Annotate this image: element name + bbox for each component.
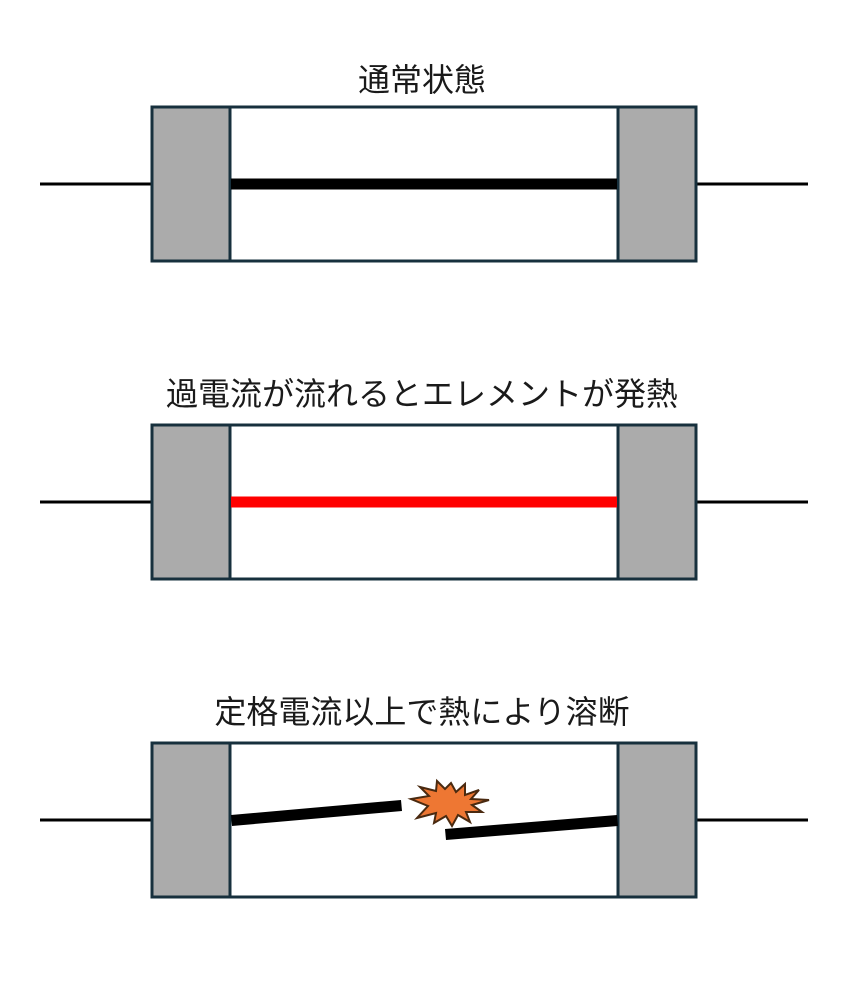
broken-element-left (231, 800, 402, 826)
end-cap-right (616, 741, 698, 899)
explosion-icon (407, 778, 490, 829)
stage-title-heating: 過電流が流れるとエレメントが発熱 (165, 375, 678, 413)
end-cap-left (150, 423, 232, 581)
end-cap-right (616, 423, 698, 581)
broken-element-right (445, 815, 618, 840)
fuse-heating (40, 423, 808, 581)
fuse-normal (40, 105, 808, 263)
end-cap-right (616, 105, 698, 263)
stage-title-blown: 定格電流以上で熱により溶断 (214, 693, 630, 731)
fuse-blown (40, 741, 808, 899)
stage-title-normal: 通常状態 (357, 61, 486, 99)
end-cap-left (150, 105, 232, 263)
end-cap-left (150, 741, 232, 899)
